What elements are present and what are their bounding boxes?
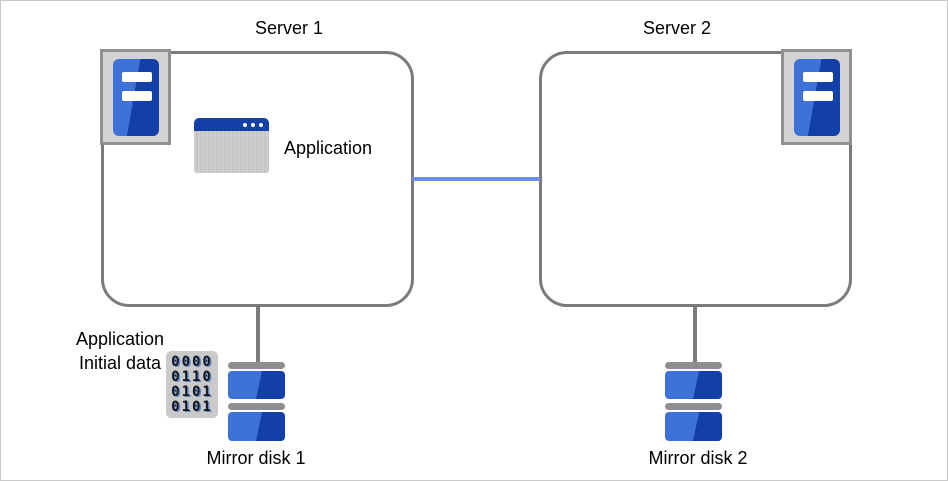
window-dot-icon — [251, 122, 255, 127]
disk-platter — [665, 412, 722, 441]
application-window-body — [194, 131, 269, 173]
disk-platter — [665, 371, 722, 399]
server-drive-slot — [121, 72, 152, 82]
server2-label: Server 2 — [642, 18, 712, 38]
window-dot-icon — [243, 122, 247, 127]
disk-cap — [665, 362, 722, 369]
server2-disk-connector-line — [693, 304, 697, 365]
initial-data-label: Application Initial data — [30, 327, 210, 375]
disk-cap — [228, 362, 285, 369]
application-label: Application — [284, 138, 373, 158]
disk-platter — [228, 412, 285, 441]
server-drive-slot — [802, 91, 833, 101]
window-dot-icon — [259, 122, 263, 127]
server-drive-slot — [121, 91, 152, 101]
binary-data-icon: 0000 0110 0101 0101 — [166, 351, 218, 418]
binary-row: 0101 — [171, 384, 213, 400]
mirror-disk1-icon — [228, 362, 285, 441]
mirror-disk2-icon — [665, 362, 722, 441]
server1-tower-icon — [112, 59, 159, 136]
server1-label: Server 1 — [254, 18, 324, 38]
binary-row: 0101 — [171, 399, 213, 415]
server-drive-slot — [802, 72, 833, 82]
server-link-line — [412, 177, 540, 181]
initial-data-label-line1: Application — [75, 329, 165, 349]
disk-cap — [228, 403, 285, 410]
application-window-icon — [194, 118, 269, 173]
server2-tower-icon — [793, 59, 840, 136]
mirror-disk1-label: Mirror disk 1 — [206, 448, 306, 468]
initial-data-label-line2: Initial data — [78, 353, 162, 373]
server1-disk-connector-line — [256, 304, 260, 365]
server2-icon-tray — [781, 49, 852, 145]
binary-row: 0110 — [171, 369, 213, 385]
application-window-titlebar — [194, 118, 269, 131]
server1-icon-tray — [100, 49, 171, 145]
mirror-disk2-label: Mirror disk 2 — [648, 448, 748, 468]
disk-cap — [665, 403, 722, 410]
disk-platter — [228, 371, 285, 399]
binary-row: 0000 — [171, 354, 213, 370]
